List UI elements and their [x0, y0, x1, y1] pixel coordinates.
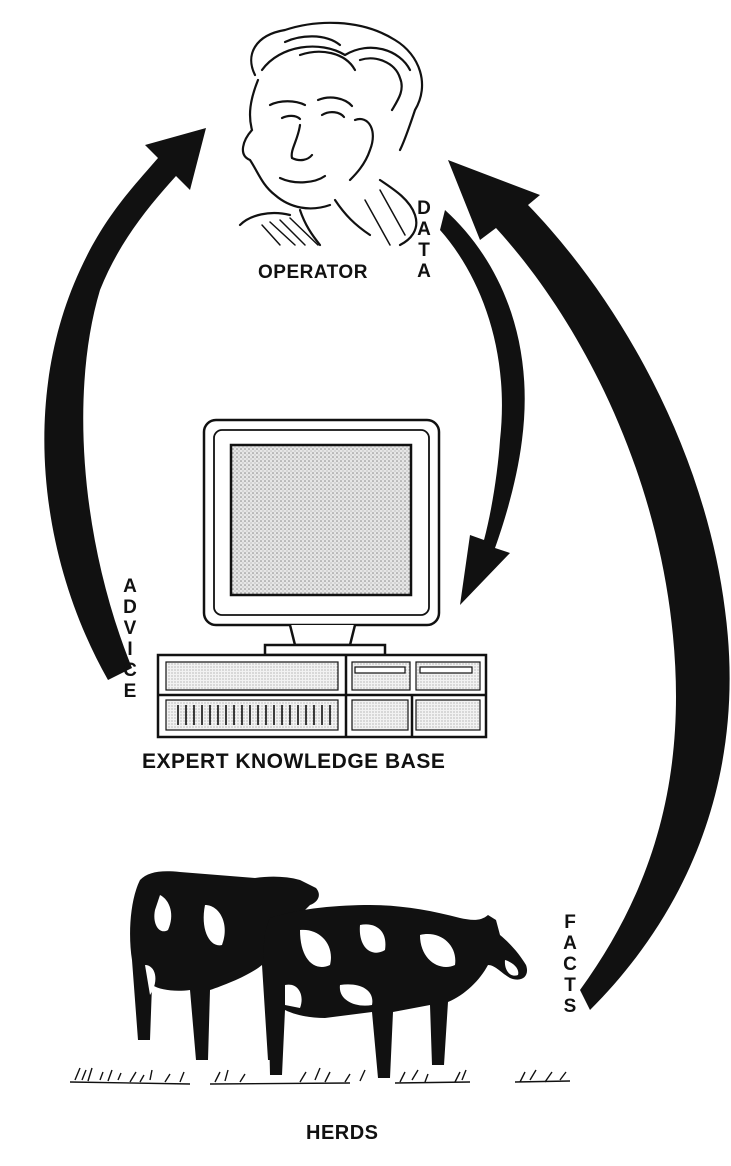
facts-flow-label: FACTS — [560, 912, 580, 1017]
herds-label: HERDS — [306, 1122, 379, 1144]
computer-icon — [156, 418, 488, 739]
data-arrow — [440, 210, 525, 605]
expert-knowledge-base-label: EXPERT KNOWLEDGE BASE — [142, 750, 446, 773]
advice-flow-text: ADVICE — [123, 576, 137, 702]
data-flow-label: DATA — [414, 198, 434, 282]
facts-flow-text: FACTS — [563, 912, 577, 1017]
facts-arrow — [448, 160, 730, 1010]
advice-flow-label: ADVICE — [120, 576, 140, 702]
operator-label: OPERATOR — [258, 262, 368, 283]
operator-portrait-icon — [238, 21, 424, 247]
cows-icon — [69, 871, 571, 1085]
advice-arrow — [44, 128, 206, 680]
data-flow-text: DATA — [417, 198, 431, 282]
